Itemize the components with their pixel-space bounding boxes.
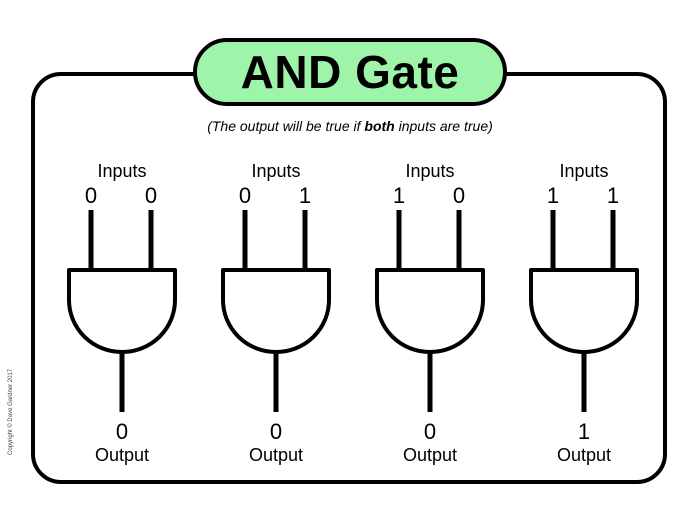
and-gate-body bbox=[221, 268, 331, 354]
inputs-label: Inputs bbox=[251, 161, 300, 181]
output-value: 0 bbox=[116, 419, 128, 444]
input-a-value: 1 bbox=[547, 183, 559, 208]
subtitle-before: (The output will be true if bbox=[207, 118, 365, 134]
and-gate-body bbox=[67, 268, 177, 354]
input-a-value: 1 bbox=[393, 183, 405, 208]
input-b-value: 0 bbox=[145, 183, 157, 208]
output-label: Output bbox=[403, 445, 457, 465]
output-value: 1 bbox=[578, 419, 590, 444]
page-title: AND Gate bbox=[240, 46, 460, 98]
output-label: Output bbox=[95, 445, 149, 465]
inputs-label: Inputs bbox=[97, 161, 146, 181]
input-a-value: 0 bbox=[239, 183, 251, 208]
subtitle-after: inputs are true) bbox=[394, 118, 493, 134]
subtitle-emphasis: both bbox=[364, 118, 395, 134]
inputs-label: Inputs bbox=[405, 161, 454, 181]
output-value: 0 bbox=[270, 419, 282, 444]
output-value: 0 bbox=[424, 419, 436, 444]
inputs-label: Inputs bbox=[559, 161, 608, 181]
input-a-value: 0 bbox=[85, 183, 97, 208]
input-b-value: 1 bbox=[607, 183, 619, 208]
and-gate-body bbox=[529, 268, 639, 354]
output-label: Output bbox=[249, 445, 303, 465]
title-banner: AND Gate bbox=[193, 38, 507, 106]
input-b-value: 0 bbox=[453, 183, 465, 208]
output-label: Output bbox=[557, 445, 611, 465]
and-gate-body bbox=[375, 268, 485, 354]
subtitle: (The output will be true if both inputs … bbox=[0, 118, 700, 134]
input-b-value: 1 bbox=[299, 183, 311, 208]
